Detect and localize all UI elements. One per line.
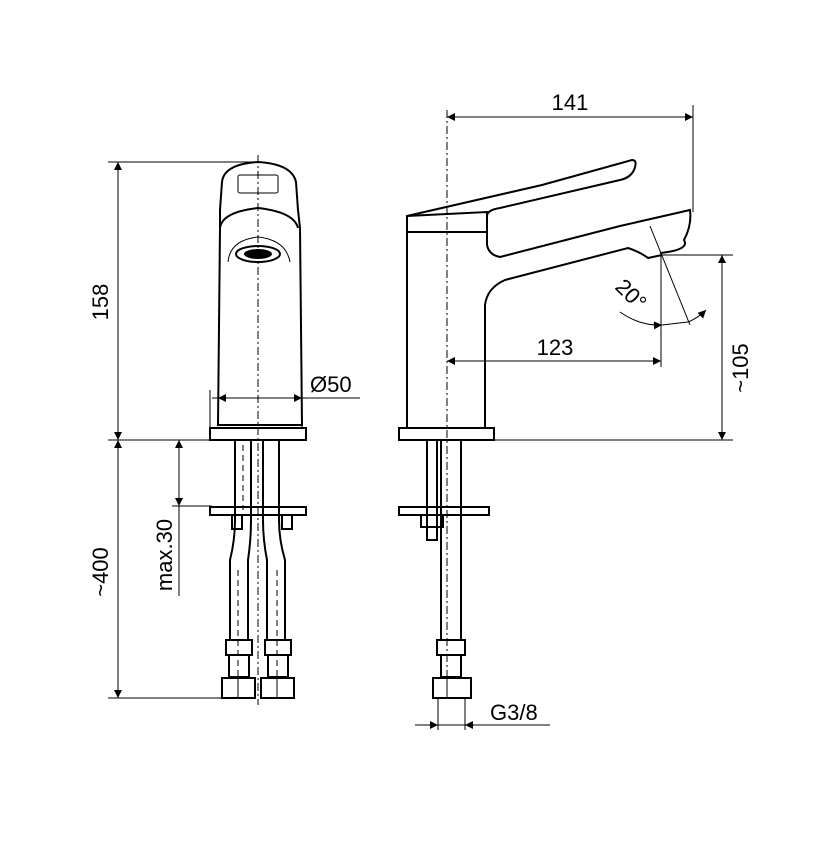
diameter-label: Ø50 <box>310 372 352 397</box>
side-base-plate <box>398 427 495 441</box>
aerator <box>235 245 281 263</box>
connection-label: G3/8 <box>490 700 538 725</box>
front-mounting-plate <box>209 506 307 516</box>
front-faucet-body <box>209 160 307 441</box>
dimension-123: 123 <box>447 255 662 367</box>
dimension-max-30: max.30 <box>152 440 212 596</box>
angle-label: 20° <box>610 274 651 315</box>
height-label: 158 <box>88 284 113 321</box>
spout-angle-line <box>649 225 691 326</box>
dimension-158: 158 <box>88 161 258 441</box>
dimension-105: ~105 <box>494 254 753 441</box>
side-view: 141 123 ~105 20° G3/8 <box>398 90 753 730</box>
spout-height-label: ~105 <box>728 343 753 393</box>
total-reach-label: 141 <box>552 90 589 115</box>
spout-reach-label: 123 <box>537 335 574 360</box>
front-base-plate <box>209 427 307 441</box>
front-view: 158 Ø50 ~400 max.30 <box>88 155 360 705</box>
side-mounting-plate <box>398 506 490 516</box>
max-thickness-label: max.30 <box>152 519 177 591</box>
dimension-diameter-50: Ø50 <box>209 372 360 428</box>
dimension-141: 141 <box>447 90 694 212</box>
front-hoses <box>209 440 307 699</box>
dimension-400: ~400 <box>88 440 225 699</box>
side-faucet-body <box>398 158 692 441</box>
dimension-g3-8: G3/8 <box>415 698 550 730</box>
side-hose-nut <box>432 677 472 699</box>
side-hose <box>398 439 490 699</box>
dimension-angle-20: 20° <box>610 274 707 330</box>
hose-length-label: ~400 <box>88 547 113 597</box>
